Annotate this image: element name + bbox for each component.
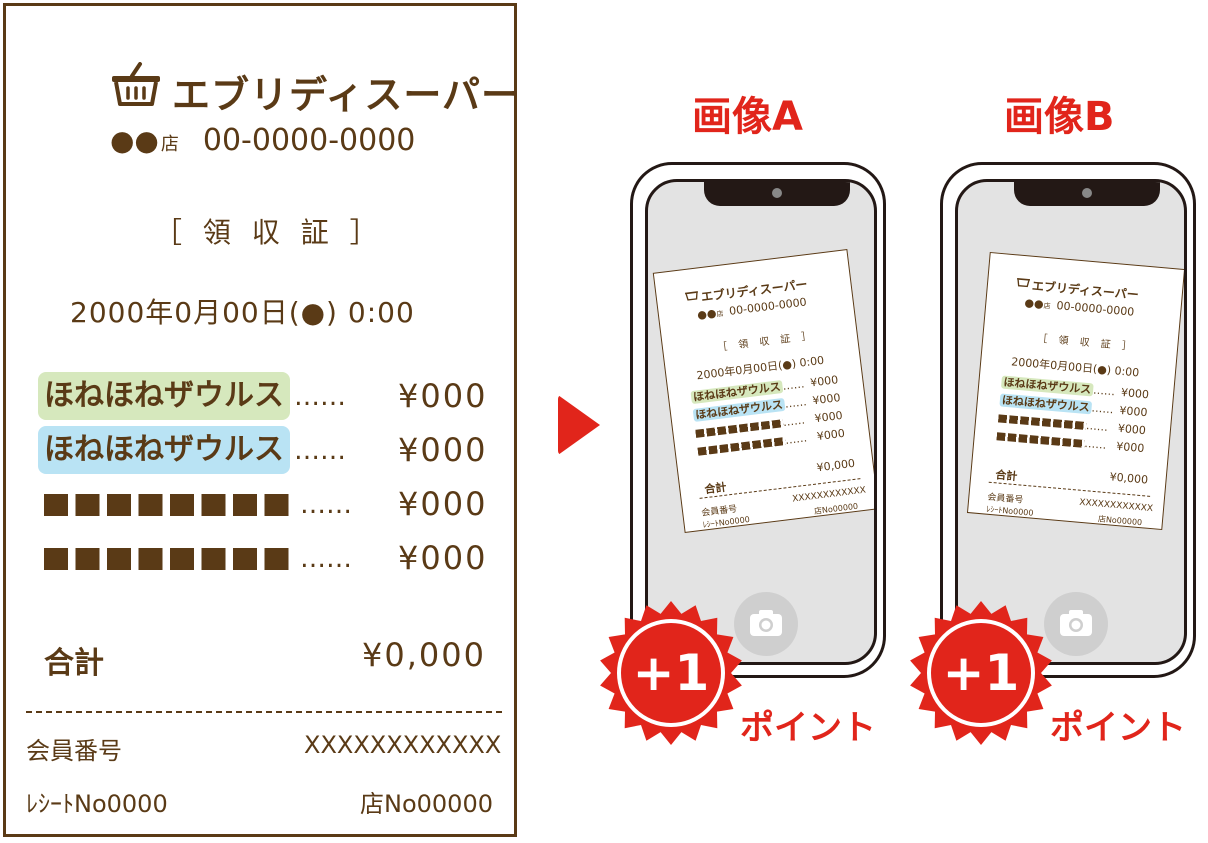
- divider: [26, 711, 502, 713]
- member-value: XXXXXXXXXXXX: [304, 731, 502, 759]
- point-label: ポイント: [740, 708, 876, 748]
- mini-item-redacted: [996, 432, 1085, 448]
- mini-store-suffix: 店: [1043, 301, 1051, 311]
- receipt-datetime: 2000年0月00日(●) 0:00: [70, 296, 415, 329]
- receipt-item: …… ¥000: [38, 480, 485, 528]
- store-name: エブリディスーパー: [172, 73, 520, 117]
- camera-icon: [750, 610, 782, 636]
- mini-title: ［ 領 収 証 ］: [1036, 333, 1137, 354]
- camera-button[interactable]: [1044, 592, 1108, 656]
- mini-member-value: XXXXXXXXXXXX: [1078, 497, 1154, 515]
- store-phone: 00-0000-0000: [202, 123, 416, 158]
- total-label: 合計: [44, 646, 104, 681]
- mini-item-price: ¥000: [809, 373, 839, 390]
- mini-item-price: ¥000: [813, 408, 844, 426]
- mini-item-dots: ……: [1091, 401, 1115, 417]
- mini-item-price: ¥000: [1118, 403, 1148, 420]
- badge-value: +1: [633, 644, 710, 702]
- mini-item-price: ¥000: [811, 391, 842, 408]
- store-number: 店No00000: [360, 790, 493, 818]
- mini-store-phone: 00-0000-0000: [1056, 299, 1135, 319]
- item-price: ¥000: [398, 377, 488, 415]
- receipt-number: ﾚｼｰﾄNo0000: [26, 790, 168, 818]
- badge-value: +1: [943, 644, 1020, 702]
- mini-item-dots: ……: [781, 377, 806, 393]
- receipt-item: …… ¥000: [38, 534, 485, 582]
- item-dots: ……: [300, 490, 352, 520]
- phone-notch: [704, 182, 850, 206]
- item-price: ¥000: [398, 539, 488, 577]
- total-value: ¥0,000: [362, 636, 486, 674]
- item-name: ほねほねザウルス: [38, 372, 290, 420]
- mini-item-dots: ……: [783, 395, 808, 411]
- mini-store-number: 店No00000: [813, 501, 859, 517]
- mini-item-price: ¥000: [816, 426, 846, 444]
- mini-total-label: 合計: [994, 468, 1018, 484]
- item-name: ほねほねザウルス: [38, 426, 290, 474]
- basket-icon: [1017, 278, 1031, 288]
- receipt: エブリディスーパー ●●店 00-0000-0000 ［ 領 収 証 ］ 2000…: [3, 3, 520, 837]
- camera-icon: [1060, 610, 1092, 636]
- starburst-badge-icon: +1: [600, 601, 742, 745]
- store-line: ●●店 00-0000-0000: [110, 123, 415, 158]
- point-label: ポイント: [1050, 708, 1186, 748]
- mini-item-price: ¥000: [1120, 385, 1150, 402]
- item-price: ¥000: [398, 485, 488, 523]
- image-b-title: 画像B: [1004, 94, 1115, 140]
- store-marks: ●●: [110, 124, 159, 157]
- mini-item-dots: ……: [784, 431, 808, 447]
- mini-total-value: ¥0,000: [1109, 470, 1149, 487]
- receipt-item: ほねほねザウルス…… ¥000: [38, 426, 485, 474]
- mini-datetime: 2000年0月00日(●) 0:00: [695, 353, 825, 383]
- mini-total-value: ¥0,000: [815, 456, 856, 475]
- mini-title: ［ 領 収 証 ］: [716, 330, 817, 354]
- item-dots: ……: [294, 382, 346, 412]
- mini-store-marks: ●●: [1023, 296, 1045, 311]
- mini-store-marks: ●●: [696, 306, 718, 322]
- starburst-badge-icon: +1: [910, 601, 1052, 745]
- mini-item-dots: ……: [782, 413, 806, 430]
- receipt-title: ［ 領 収 証 ］: [154, 216, 384, 249]
- mini-item-dots: ……: [1085, 419, 1109, 434]
- store-suffix: 店: [160, 134, 179, 155]
- item-name-redacted: [44, 493, 296, 516]
- camera-button[interactable]: [734, 592, 798, 656]
- phone-notch: [1014, 182, 1160, 206]
- item-dots: ……: [294, 436, 346, 466]
- mini-item-redacted: [997, 414, 1087, 430]
- basket-icon: [112, 62, 160, 106]
- mini-receipt-number: ﾚｼｰﾄNo0000: [985, 504, 1034, 518]
- image-a-title: 画像A: [692, 94, 803, 140]
- mini-item-dots: ……: [1092, 383, 1116, 399]
- receipt-item: ほねほねザウルス…… ¥000: [38, 372, 485, 420]
- mini-item-price: ¥000: [1117, 421, 1147, 438]
- mini-item-price: ¥000: [1115, 439, 1145, 456]
- member-label: 会員番号: [26, 737, 122, 765]
- basket-icon: [684, 291, 698, 301]
- mini-item-dots: ……: [1083, 436, 1107, 452]
- mini-store-number: 店No00000: [1097, 514, 1143, 528]
- item-price: ¥000: [398, 431, 488, 469]
- play-arrow-icon: [558, 395, 600, 455]
- mini-store-suffix: 店: [716, 309, 724, 319]
- item-dots: ……: [300, 544, 352, 574]
- item-name-redacted: [44, 547, 296, 570]
